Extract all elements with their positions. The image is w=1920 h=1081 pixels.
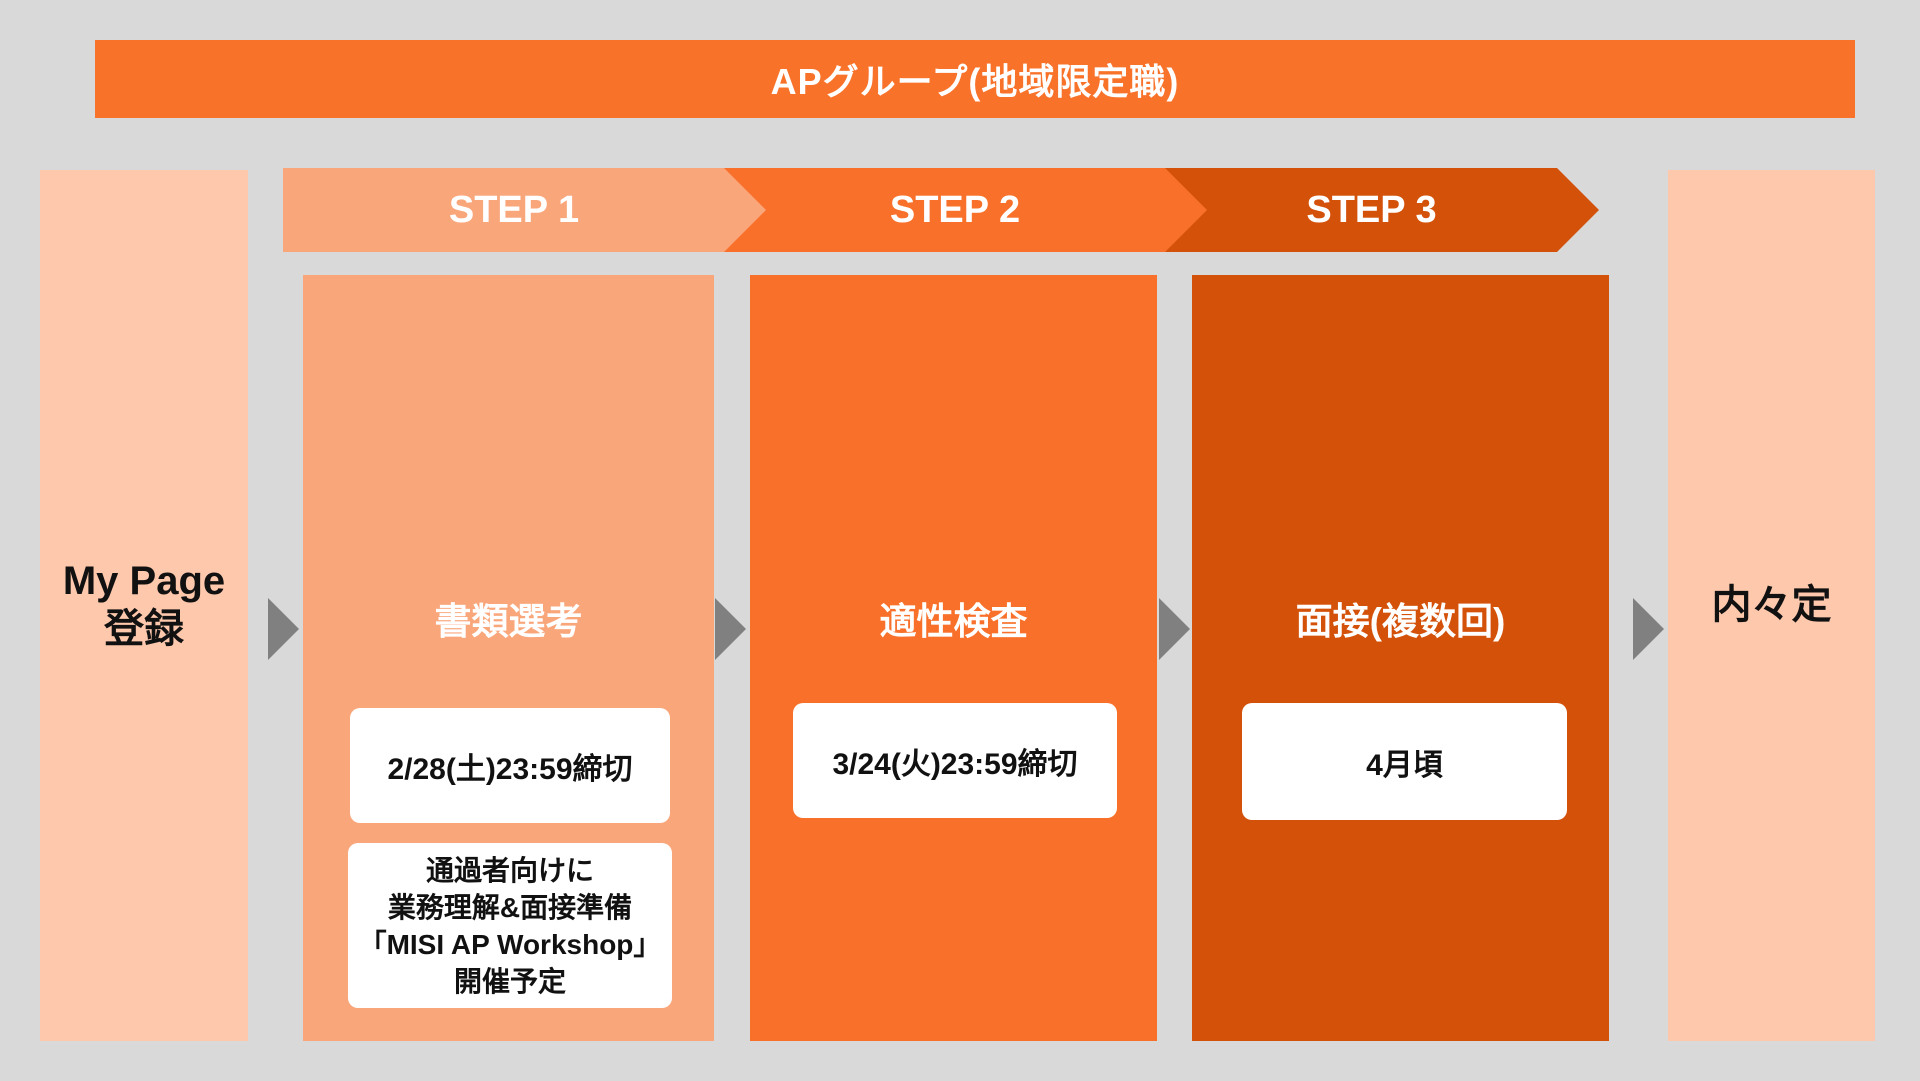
note-line: 「MISI AP Workshop」 (358, 928, 662, 960)
step3-date-text: 4月頃 (1366, 748, 1443, 782)
result-label: 内々定 (1711, 582, 1832, 627)
mypage-column: My Page 登録 (40, 170, 248, 1041)
arrow-right-icon (715, 598, 746, 660)
step2-header-label: STEP 2 (889, 188, 1021, 231)
step2-deadline-box: 3/24(火)23:59締切 (793, 703, 1117, 818)
step3-column: 面接(複数回) (1192, 275, 1609, 1041)
result-column: 内々定 (1668, 170, 1875, 1041)
step3-date-box: 4月頃 (1242, 703, 1567, 820)
arrow-right-icon (268, 598, 299, 660)
step2-column: 適性検査 (750, 275, 1157, 1041)
note-line: 通過者向けに (425, 854, 594, 886)
step1-deadline-text: 2/28(土)23:59締切 (387, 752, 633, 786)
step2-deadline-text: 3/24(火)23:59締切 (832, 747, 1078, 781)
step1-deadline-box: 2/28(土)23:59締切 (350, 708, 670, 823)
step1-header-label: STEP 1 (448, 188, 580, 231)
step2-header-chevron: STEP 2 (724, 168, 1207, 252)
step1-header-chevron: STEP 1 (283, 168, 766, 252)
arrow-right-icon (1633, 598, 1664, 660)
mypage-label-line2: 登録 (104, 606, 184, 651)
step3-header-label: STEP 3 (1306, 188, 1437, 231)
arrow-right-icon (1159, 598, 1190, 660)
step2-title: 適性検査 (879, 601, 1028, 642)
group-banner: APグループ(地域限定職) (95, 40, 1855, 118)
mypage-label-line1: My Page (62, 559, 226, 604)
note-line: 業務理解&面接準備 (387, 891, 633, 923)
step3-title: 面接(複数回) (1295, 601, 1506, 642)
step1-title: 書類選考 (434, 601, 583, 642)
step1-workshop-note-box: 通過者向けに 業務理解&面接準備 「MISI AP Workshop」 開催予定 (348, 843, 672, 1008)
group-banner-title: APグループ(地域限定職) (770, 61, 1180, 102)
step3-header-chevron: STEP 3 (1165, 168, 1599, 252)
note-line: 開催予定 (453, 965, 566, 997)
